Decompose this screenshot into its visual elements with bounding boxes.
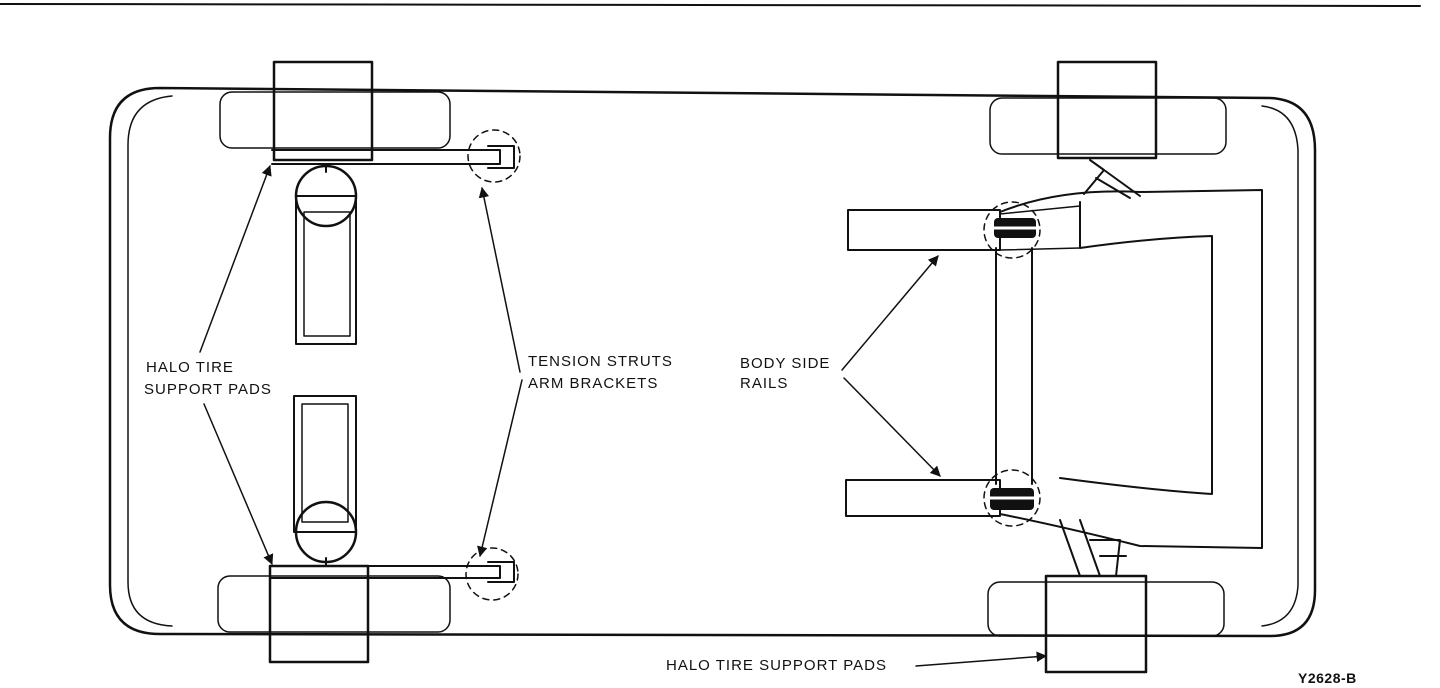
front-suspension-top xyxy=(294,164,358,345)
body-side-rails-label-line2: RAILS xyxy=(740,375,789,392)
tension-struts-label-line1: TENSION STRUTS xyxy=(528,353,673,370)
tension-strut-bracket-bottom xyxy=(465,547,519,601)
rear-suspension-links xyxy=(1059,159,1141,577)
rail-mount-top xyxy=(983,201,1042,259)
halo-tire-label-bottom: HALO TIRE SUPPORT PADS xyxy=(666,657,887,674)
halo-tire-label-left-line2: SUPPORT PADS xyxy=(144,381,272,398)
figure-id: Y2628-B xyxy=(1298,670,1357,686)
tension-struts-label-line2: ARM BRACKETS xyxy=(528,375,659,392)
front-suspension-bottom xyxy=(293,395,358,564)
wheel-rear-top xyxy=(989,60,1227,160)
top-border-line xyxy=(0,3,1421,7)
halo-tire-label-left-line1: HALO TIRE xyxy=(146,359,234,376)
body-side-rails xyxy=(845,189,1263,549)
vehicle-body-outline xyxy=(108,86,1317,638)
wheel-rear-bottom xyxy=(987,574,1225,674)
leader-arrows xyxy=(199,165,1048,667)
wheel-front-top xyxy=(219,60,451,162)
wheel-front-bottom xyxy=(217,564,451,664)
rail-mount-bottom xyxy=(983,469,1041,527)
body-side-rails-label-line1: BODY SIDE xyxy=(740,355,831,372)
tension-strut-bracket-top xyxy=(467,129,521,183)
